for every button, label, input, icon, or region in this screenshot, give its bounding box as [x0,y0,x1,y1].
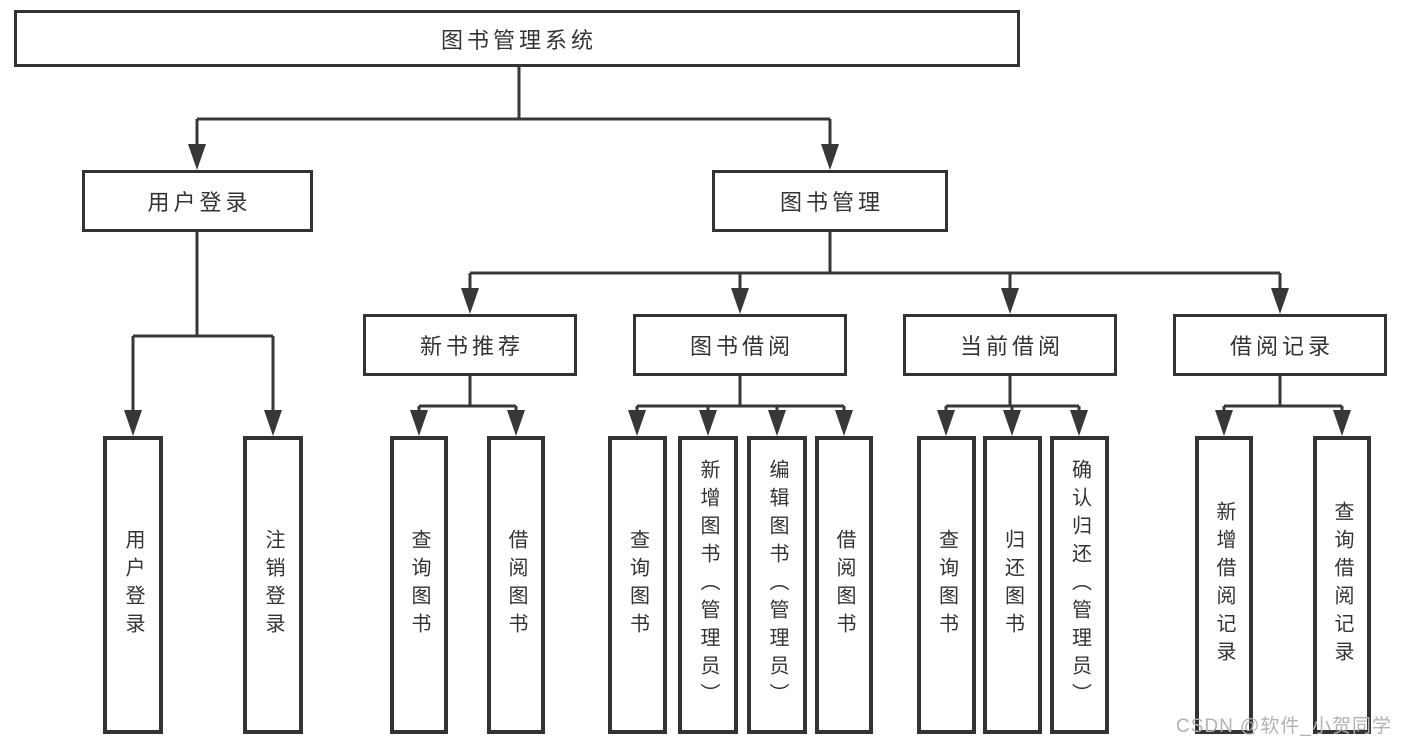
node-current-borrowing: 当前借阅 [903,314,1117,376]
arrow-down-icon [731,288,749,314]
arrow-down-icon [1070,410,1088,436]
arrow-down-icon [264,410,282,436]
node-new-book-recommend: 新书推荐 [363,314,577,376]
node-leaf-confirm-return-admin: 确认归还（管理员） [1050,436,1109,734]
node-leaf-current-query-books: 查询图书 [917,436,976,734]
arrow-down-icon [768,410,786,436]
node-user-login: 用户登录 [82,170,313,232]
node-leaf-add-borrow-record: 新增借阅记录 [1195,436,1253,734]
node-leaf-edit-books-admin: 编辑图书（管理员） [747,436,807,734]
node-leaf-add-books-admin: 新增图书（管理员） [678,436,738,734]
arrow-down-icon [1271,288,1289,314]
arrow-down-icon [835,410,853,436]
csdn-watermark: CSDN @软件_小贺同学 [1176,716,1392,737]
node-leaf-query-borrow-record: 查询借阅记录 [1313,436,1371,734]
node-book-borrowing: 图书借阅 [633,314,847,376]
node-leaf-borrowing-query-books: 查询图书 [608,436,667,734]
arrow-down-icon [821,144,839,170]
node-leaf-recommend-borrow-books: 借阅图书 [487,436,545,734]
node-book-management: 图书管理 [712,170,948,232]
arrow-down-icon [699,410,717,436]
arrow-down-icon [507,410,525,436]
arrow-down-icon [1001,288,1019,314]
arrowhead-icons [124,144,1351,436]
node-leaf-recommend-query-books: 查询图书 [390,436,448,734]
arrow-down-icon [628,410,646,436]
arrow-down-icon [1333,410,1351,436]
arrow-down-icon [188,144,206,170]
arrow-down-icon [461,288,479,314]
node-library-management-system: 图书管理系统 [14,10,1020,67]
node-leaf-return-books: 归还图书 [983,436,1042,734]
arrow-down-icon [1215,410,1233,436]
arrow-down-icon [937,410,955,436]
node-leaf-logout: 注销登录 [243,436,303,734]
connector-path [131,67,1344,412]
arrow-down-icon [410,410,428,436]
node-borrowing-records: 借阅记录 [1173,314,1387,376]
node-leaf-user-login: 用户登录 [103,436,163,734]
node-leaf-borrowing-borrow-books: 借阅图书 [815,436,873,734]
arrow-down-icon [124,410,142,436]
arrow-down-icon [1003,410,1021,436]
